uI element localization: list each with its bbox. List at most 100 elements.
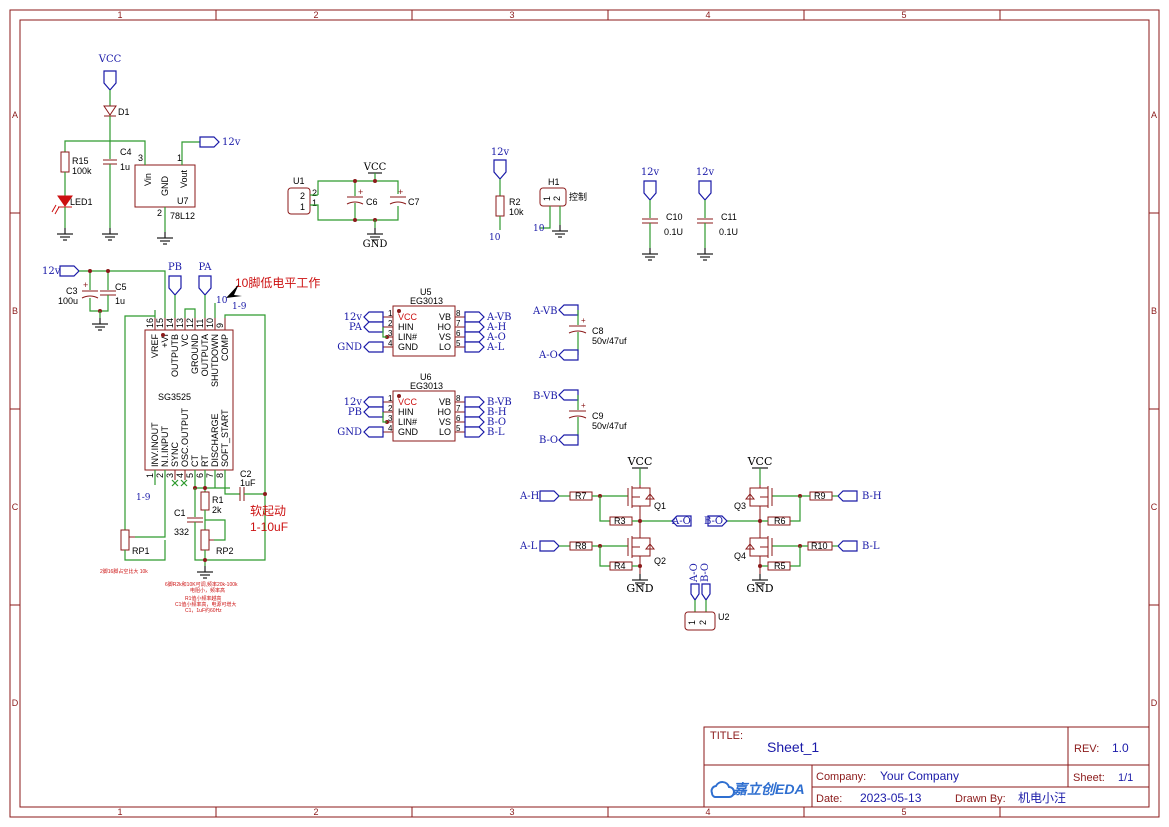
u6-right-pin-name: VB <box>439 397 451 407</box>
u6-left-net: 12v <box>344 397 363 408</box>
resistor-r2[interactable] <box>495 195 505 217</box>
sg3525-top-pin-num: 16 <box>145 318 155 328</box>
h1-label: 控制 <box>569 191 587 202</box>
date-label: Date: <box>816 793 842 805</box>
capacitor-c11[interactable] <box>697 218 713 224</box>
net-b-o-bridge: B-O <box>704 516 723 527</box>
r15-value: 100k <box>72 166 92 176</box>
h1-pin2: 2 <box>552 196 562 201</box>
r3-ref: R3 <box>614 516 626 526</box>
mosfet-q3[interactable] <box>744 485 773 521</box>
u2-net-b-o: B-O <box>700 563 711 582</box>
u6-right-pin-num: 6 <box>456 414 461 423</box>
row-b-left: B <box>12 306 18 316</box>
sg3525-bottom-pin-name: INV.INOUT <box>150 422 160 467</box>
c9-value: 50v/47uf <box>592 421 627 431</box>
capacitor-c9[interactable] <box>568 410 587 419</box>
capacitor-c6[interactable] <box>346 196 364 205</box>
ic-sg3525[interactable] <box>144 329 234 471</box>
u5-right-pin-name: VB <box>439 312 451 322</box>
u7-pin2: 2 <box>157 208 162 218</box>
c8-net-top: A-VB <box>532 306 557 317</box>
u6-right-net: B-O <box>487 417 506 428</box>
pin10-note: 10脚低电平工作 <box>235 275 320 290</box>
sg3525-bottom-pin-num: 7 <box>205 473 215 478</box>
capacitor-c4[interactable] <box>103 159 117 165</box>
c7-ref: C7 <box>408 197 420 207</box>
net-a-h: A-H <box>519 491 540 502</box>
u6-right-pin-name: VS <box>439 417 451 427</box>
connector-u2[interactable] <box>684 611 716 631</box>
h1-pin1: 1 <box>542 196 552 201</box>
diode-d1[interactable] <box>103 105 117 117</box>
vcc-label-input: VCC <box>363 162 387 173</box>
c8-value: 50v/47uf <box>592 336 627 346</box>
r7-ref: R7 <box>575 491 587 501</box>
capacitor-c2[interactable] <box>239 487 245 501</box>
freq-note-4: C1值小频率高，电源可增大 <box>175 601 236 608</box>
c8-net-bottom: A-O <box>538 350 558 361</box>
capacitor-c1[interactable] <box>187 517 203 523</box>
rp1-ref: RP1 <box>132 546 150 556</box>
u7-pin1: 1 <box>177 153 182 163</box>
gnd-right-leg: GND <box>746 582 773 595</box>
capacitor-c8[interactable] <box>568 325 587 334</box>
capacitor-c3[interactable] <box>81 290 99 299</box>
potentiometer-rp2[interactable] <box>200 529 214 551</box>
capacitor-c10[interactable] <box>642 218 658 224</box>
r2-net-10: 10 <box>489 233 501 243</box>
connector-h1[interactable] <box>539 187 567 207</box>
sg3525-top-pin-name: OUTPUTB <box>170 334 180 377</box>
u5-right-pin-num: 6 <box>456 329 461 338</box>
sg3525-ref: SG3525 <box>158 392 191 402</box>
col-3-top: 3 <box>509 10 514 20</box>
ic-u6[interactable] <box>392 390 456 442</box>
r9-ref: R9 <box>814 491 826 501</box>
u5-left-net: PA <box>349 322 363 333</box>
u2-ref: U2 <box>718 612 730 622</box>
c6-ref: C6 <box>366 197 378 207</box>
capacitor-c7[interactable] <box>389 196 407 205</box>
title-label: TITLE: <box>710 730 743 742</box>
col-4-bottom: 4 <box>705 807 710 817</box>
net-12v-reg: 12v <box>222 137 241 148</box>
u5-left-pin-name: VCC <box>398 312 418 322</box>
net-b-h: B-H <box>862 491 882 502</box>
rp1-note: 2脚16脚占空比大 10k <box>100 568 148 575</box>
c1-value: 332 <box>174 527 189 537</box>
r10-ref: R10 <box>811 541 828 551</box>
u5-right-pin-name: HO <box>438 322 452 332</box>
resistor-r1[interactable] <box>200 491 210 511</box>
sg3525-top-pin-name: +VI <box>160 334 170 348</box>
freq-note-3: R1值小频率越高 <box>185 595 221 602</box>
col-1-bottom: 1 <box>117 807 122 817</box>
u5-right-net: A-O <box>486 332 506 343</box>
connector-u1[interactable] <box>287 187 311 215</box>
u5-left-pin-num: 4 <box>388 339 393 348</box>
u5-left-pin-name: LIN# <box>398 332 417 342</box>
mosfet-q4[interactable] <box>744 521 773 574</box>
capacitor-c5[interactable] <box>100 290 116 296</box>
resistor-r15[interactable] <box>60 151 70 173</box>
r1-ref: R1 <box>212 495 224 505</box>
sg3525-bottom-pin-num: 5 <box>185 473 195 478</box>
u6-right-pin-num: 7 <box>456 404 461 413</box>
u6-left-pin-num: 3 <box>388 414 393 423</box>
sg3525-bottom-pin-name: N.I.INPUT <box>160 425 170 467</box>
ic-u5[interactable] <box>392 305 456 357</box>
r6-ref: R6 <box>774 516 786 526</box>
svg-text:+: + <box>581 316 586 325</box>
sg3525-bottom-pin-name: CT <box>190 455 200 467</box>
arrow-icon <box>226 284 242 298</box>
c5-value: 1u <box>115 296 125 306</box>
mosfet-q1[interactable] <box>627 485 656 521</box>
led-led1[interactable] <box>51 195 73 215</box>
u7-pin3: 3 <box>138 153 143 163</box>
sg3525-top-pin-name: SHUTDOWN <box>210 334 220 387</box>
gnd-left-leg: GND <box>626 582 653 595</box>
row-c-left: C <box>12 502 19 512</box>
net-a-l: A-L <box>519 541 538 552</box>
u6-right-pin-name: LO <box>439 427 451 437</box>
svg-text:+: + <box>398 187 403 197</box>
net-19-top: 1-9 <box>232 302 247 312</box>
